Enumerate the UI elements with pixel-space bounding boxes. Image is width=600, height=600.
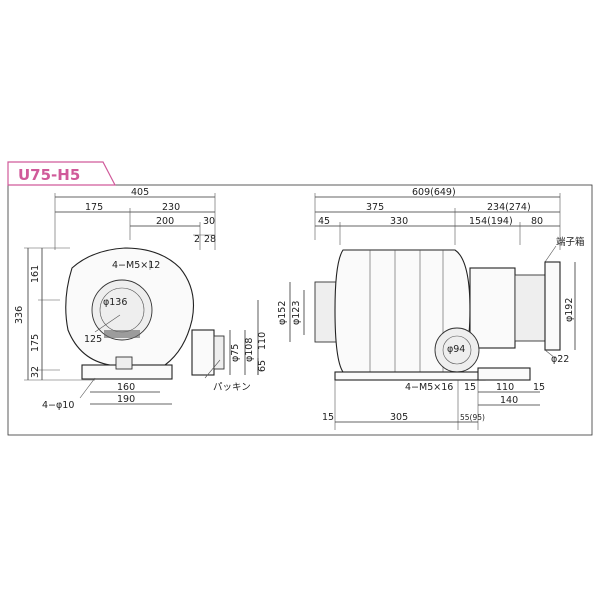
front-view: 405 175 230 200 30 2 28 336 161 175 32 4… xyxy=(14,187,268,411)
dim-154: 154(194) xyxy=(469,216,513,227)
dim-65: 65 xyxy=(257,360,268,372)
dim-phi192: φ192 xyxy=(564,298,575,322)
dim-190: 190 xyxy=(117,394,135,405)
dim-125: 125 xyxy=(84,334,102,345)
dim-15-a: 15 xyxy=(464,382,476,393)
dim-200: 200 xyxy=(156,216,174,227)
dim-55-95: 55(95) xyxy=(460,413,485,422)
title-tab xyxy=(7,161,116,186)
foot-holes-label: 4−φ10 xyxy=(42,400,74,411)
dim-phi136: φ136 xyxy=(103,297,127,308)
dim-45: 45 xyxy=(318,216,330,227)
gasket-label: パッキン xyxy=(213,382,251,393)
dim-phi152: φ152 xyxy=(277,301,288,325)
dim-80: 80 xyxy=(531,216,543,227)
dim-175-top: 175 xyxy=(85,202,103,213)
terminal-box-label: 端子箱 xyxy=(556,236,585,248)
dim-230: 230 xyxy=(162,202,180,213)
dim-15-b: 15 xyxy=(533,382,545,393)
front-bolt-label: 4−M5×12 xyxy=(112,260,160,271)
dim-30: 30 xyxy=(203,216,215,227)
side-view: 609(649) 375 234(274) 45 330 154(194) 80… xyxy=(277,187,585,430)
dim-phi75: φ75 xyxy=(230,344,241,362)
dim-375: 375 xyxy=(366,202,384,213)
dim-phi108: φ108 xyxy=(244,338,255,362)
dim-161: 161 xyxy=(30,265,41,283)
dim-609: 609(649) xyxy=(412,187,456,198)
dim-15-c: 15 xyxy=(322,412,334,423)
dim-phi123: φ123 xyxy=(291,301,302,325)
dim-336: 336 xyxy=(14,306,25,324)
dim-305: 305 xyxy=(390,412,408,423)
dim-160: 160 xyxy=(117,382,135,393)
side-bolt-label: 4−M5×16 xyxy=(405,382,453,393)
model-title: U75-H5 xyxy=(18,166,80,184)
dim-330: 330 xyxy=(390,216,408,227)
inlet-circle xyxy=(91,279,153,341)
outer-frame xyxy=(7,184,593,436)
dim-110-side: 110 xyxy=(496,382,514,393)
dim-32: 32 xyxy=(30,366,41,378)
dim-110: 110 xyxy=(257,332,268,350)
dim-28: 28 xyxy=(204,234,216,245)
dim-405: 405 xyxy=(131,187,149,198)
dim-234: 234(274) xyxy=(487,202,531,213)
dim-2: 2 xyxy=(194,234,200,245)
dim-phi94: φ94 xyxy=(447,344,465,355)
dim-175-left: 175 xyxy=(30,334,41,352)
dim-140: 140 xyxy=(500,395,518,406)
dim-phi22: φ22 xyxy=(551,354,569,365)
